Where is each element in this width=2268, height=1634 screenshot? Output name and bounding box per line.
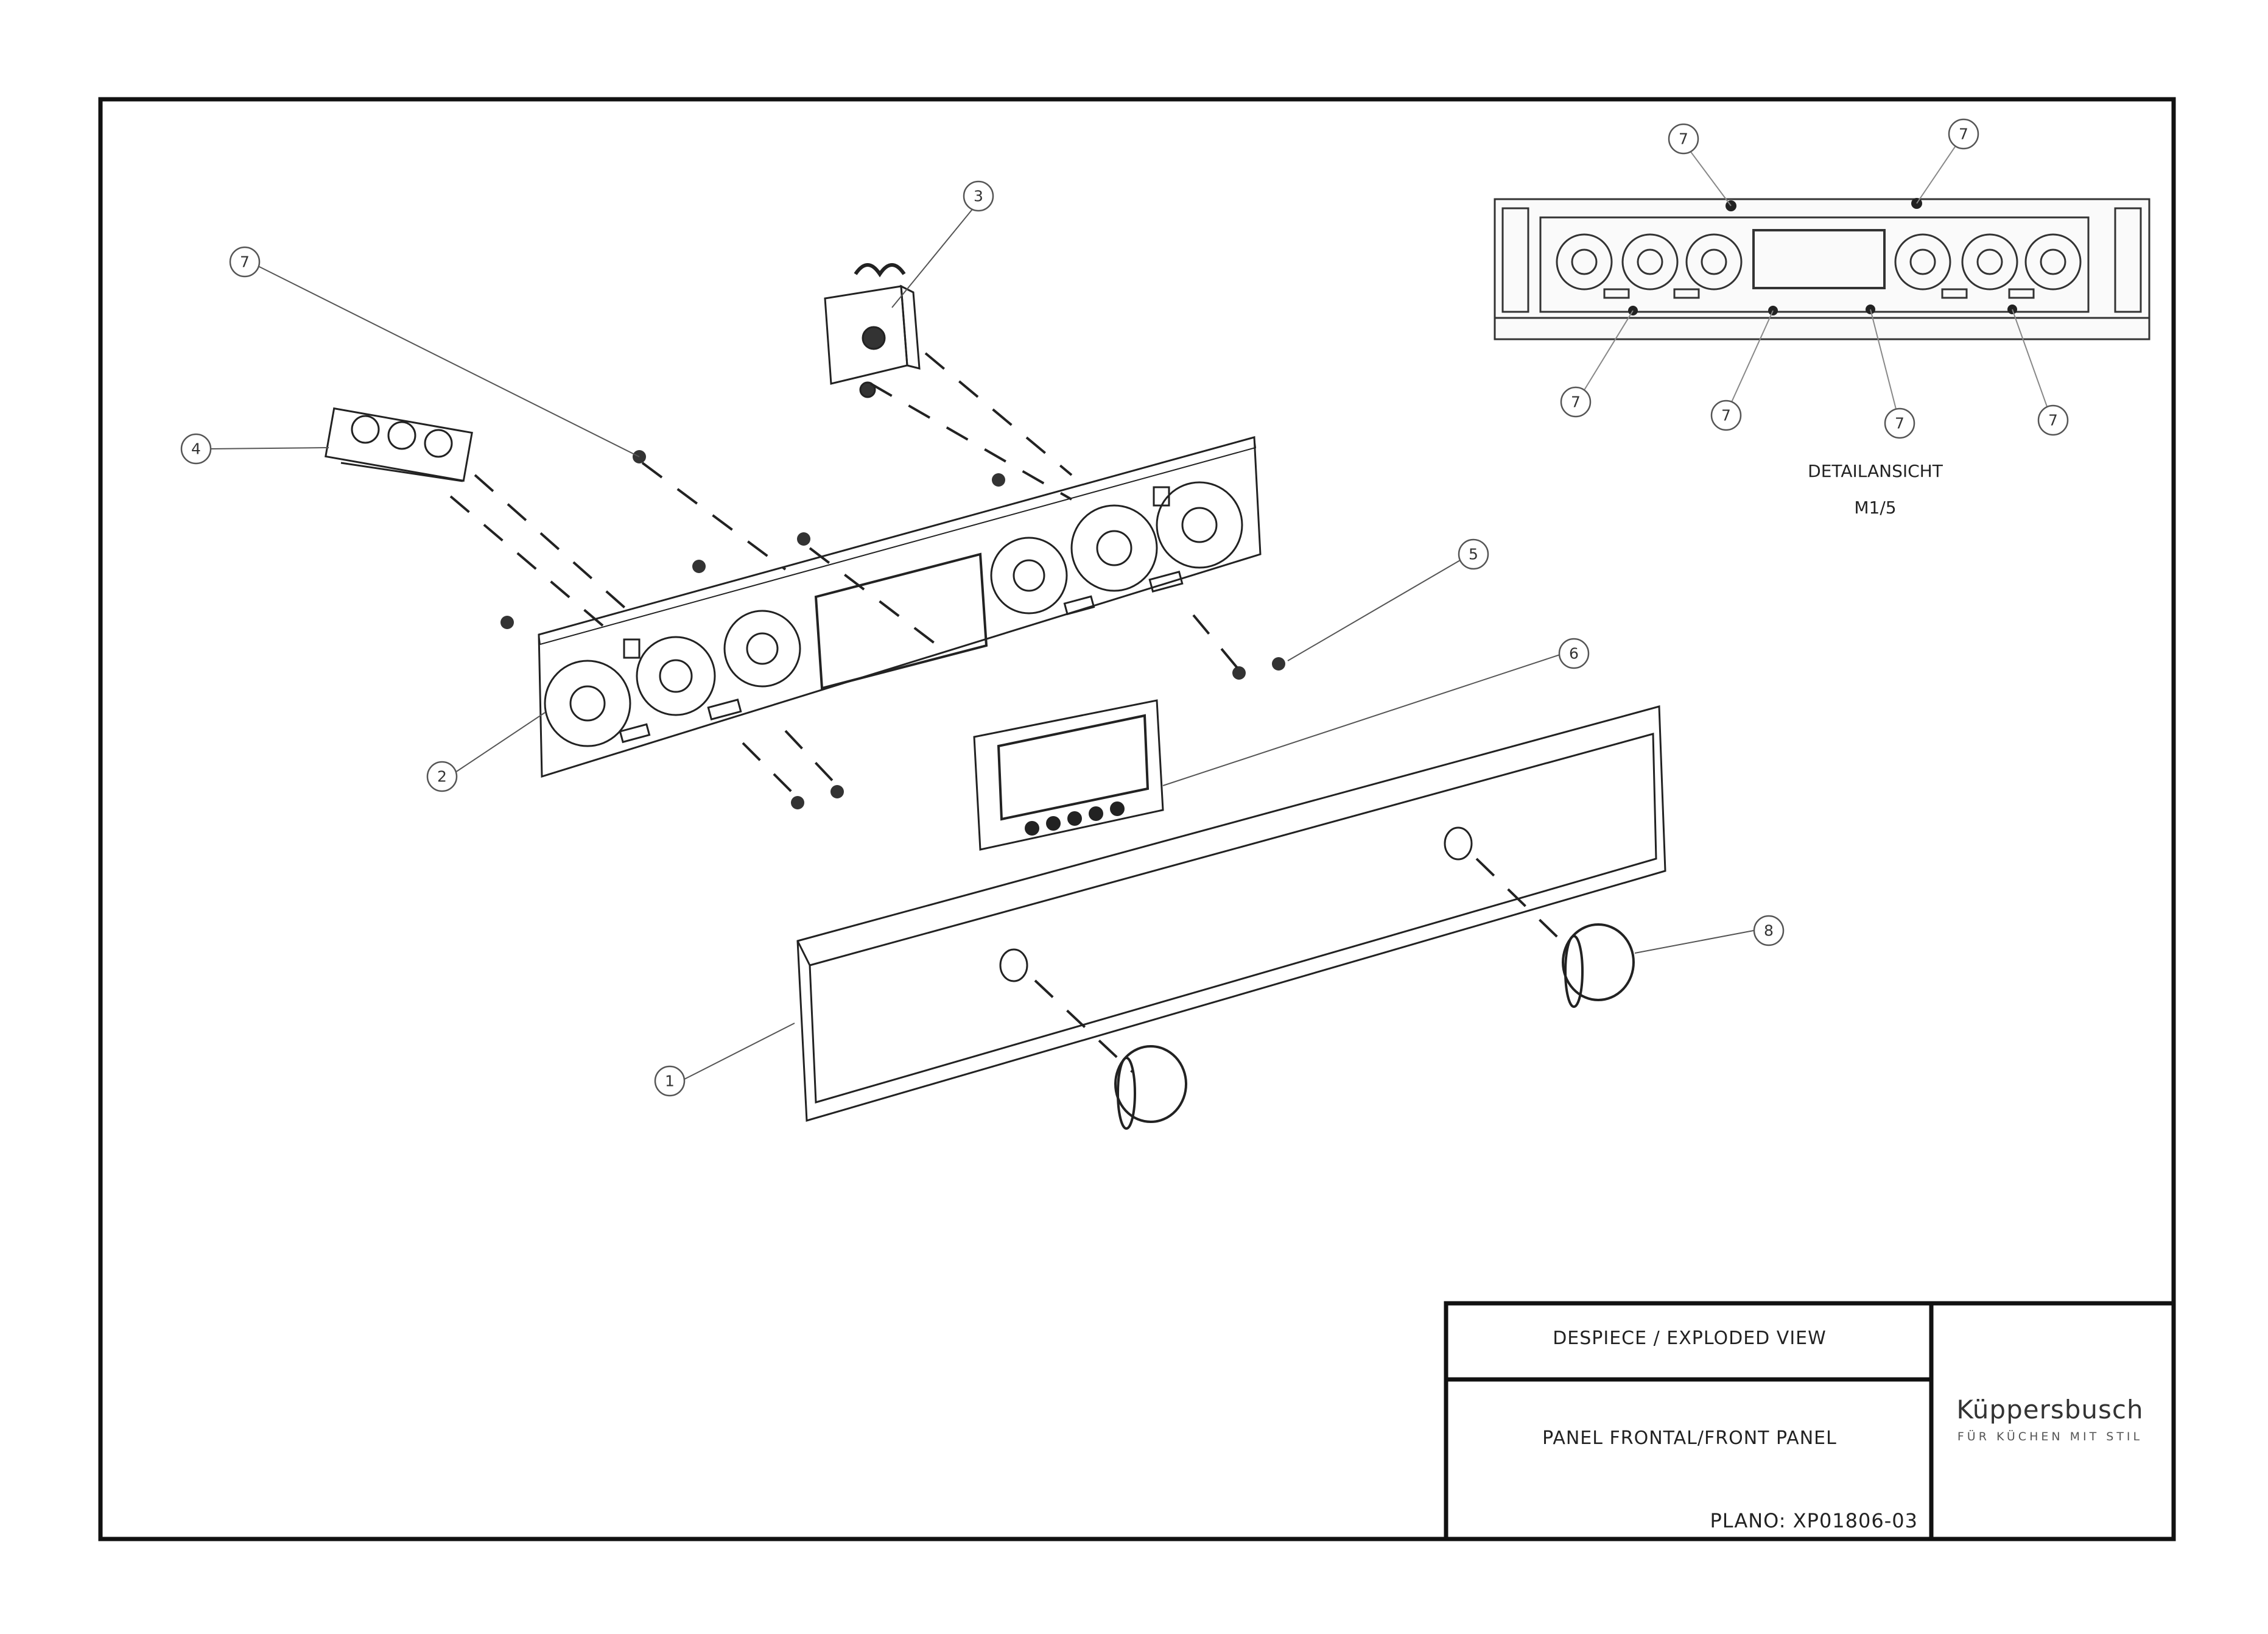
brand-tagline: FÜR KÜCHEN MIT STIL (1957, 1430, 2143, 1443)
callout-number: 7 (1959, 125, 1968, 143)
callout-number: 7 (1679, 130, 1688, 148)
drawing-frame (98, 97, 2176, 1541)
detail-view (1494, 143, 2150, 424)
part-name: PANEL FRONTAL/FRONT PANEL (1542, 1428, 1837, 1449)
detail-view-scale: M1/5 (1854, 498, 1897, 518)
callout-number: 7 (1721, 407, 1731, 424)
assembly-lines (449, 352, 1572, 1073)
leader-lines (210, 206, 1754, 1080)
callout-6 (1558, 638, 1590, 669)
callout-5 (1458, 538, 1489, 570)
drawing-type-title: DESPIECE / EXPLODED VIEW (1553, 1328, 1827, 1349)
callout-number: 4 (191, 440, 201, 458)
title-block (1444, 1301, 2176, 1541)
detail-callout-7c (1560, 386, 1592, 418)
drawing-number: PLANO: XP01806-03 (1710, 1509, 1918, 1532)
callout-number: 7 (1895, 415, 1905, 432)
callout-numbers: 1 2 3 4 5 6 7 8 7 7 7 7 7 7 (191, 125, 2058, 1090)
screws (500, 450, 1285, 809)
front-panel-part-1 (796, 705, 1666, 1122)
callout-number: 7 (2048, 412, 2058, 429)
timer-module-part-3 (824, 263, 921, 398)
callout-2 (426, 761, 458, 792)
detail-callout-7b (1948, 118, 1979, 150)
callout-7 (229, 246, 261, 278)
callout-number: 7 (240, 253, 250, 271)
callout-4 (180, 433, 212, 465)
control-panel-part-2 (538, 436, 1262, 778)
callout-number: 3 (974, 188, 983, 205)
display-board-part-6 (973, 699, 1164, 851)
callout-1 (654, 1065, 686, 1097)
callout-3 (963, 180, 994, 212)
callout-number: 6 (1569, 645, 1579, 663)
callout-bubbles (180, 118, 2069, 1097)
detail-callout-7a (1668, 123, 1699, 155)
callout-number: 1 (665, 1072, 675, 1090)
detail-knob-holes (1556, 233, 2082, 291)
knobs-part-8 (1114, 923, 1635, 1130)
detail-view-label: DETAILANSICHT (1808, 461, 1943, 481)
callout-number: 5 (1469, 546, 1478, 563)
callout-number: 7 (1571, 393, 1581, 411)
detail-callout-7e (1884, 407, 1915, 439)
detail-callout-7d (1710, 400, 1742, 431)
callout-number: 2 (437, 768, 447, 786)
brand-logo-name: Küppersbusch (1956, 1395, 2144, 1424)
callout-number: 8 (1764, 922, 1774, 940)
detail-callout-7f (2037, 404, 2069, 436)
switch-assembly-part-4 (325, 407, 473, 482)
callout-8 (1753, 915, 1785, 946)
